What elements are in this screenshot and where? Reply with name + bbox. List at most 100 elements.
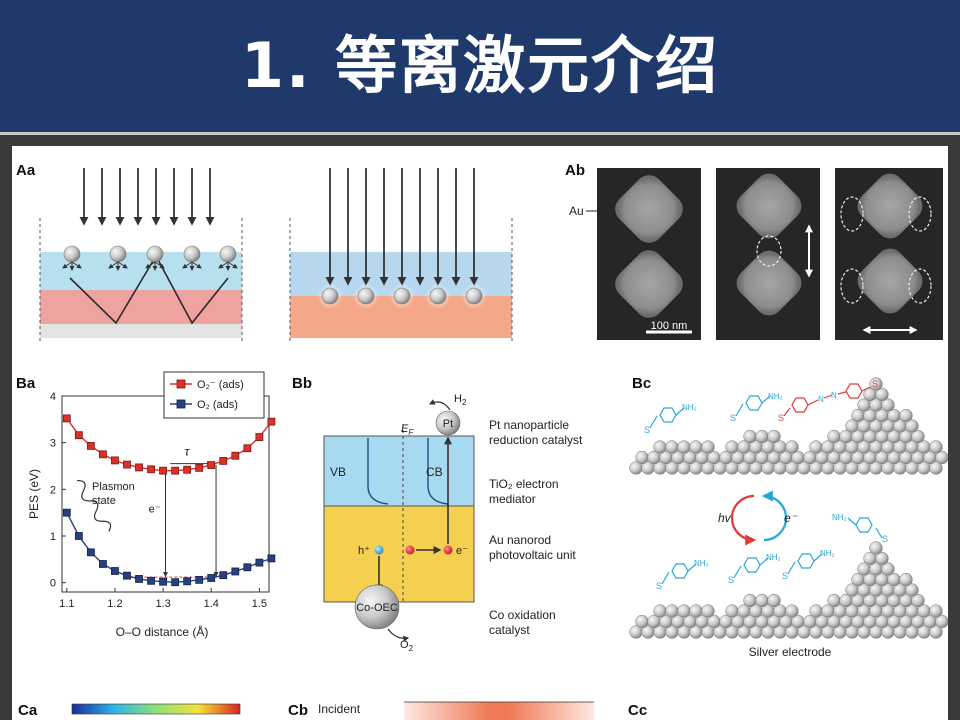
data-point (111, 456, 119, 465)
panel-aa: Aa (16, 162, 513, 342)
silver-atom (899, 572, 913, 587)
nh2-label-5: NH₂ (820, 549, 835, 558)
data-point (195, 463, 204, 472)
scatter-arrow (218, 261, 229, 269)
nanoparticles-scattering (62, 245, 238, 271)
data-point (219, 456, 228, 465)
s-atom-7: S (782, 571, 788, 581)
x-tick-label: 1.1 (59, 598, 74, 610)
silver-atom (929, 440, 943, 454)
data-point (207, 574, 216, 582)
data-point (123, 460, 131, 469)
component-label: TiO₂ electron (489, 477, 559, 491)
silver-atom (809, 440, 823, 454)
silver-atom (869, 541, 883, 555)
component-label: Au nanorod (489, 533, 551, 547)
panel-label-cb: Cb (288, 702, 308, 719)
data-point (99, 450, 107, 459)
s-atom-2: S (730, 413, 736, 423)
silver-atom (767, 429, 781, 444)
legend-marker-o2minus (176, 379, 186, 389)
title-divider (0, 132, 960, 135)
silver-atom (701, 440, 715, 454)
data-point (147, 576, 155, 585)
n-atom-1: N (818, 395, 824, 404)
nanoparticle (465, 287, 483, 305)
data-point (62, 508, 71, 517)
silver-atom (725, 604, 739, 618)
component-label: Co oxidation (489, 608, 556, 622)
hotspot-left-top (840, 196, 864, 232)
silver-atom (743, 429, 757, 444)
molecule-pata-3 (661, 563, 697, 585)
y-axis-label: PES (eV) (27, 469, 41, 519)
silver-atom (905, 583, 919, 597)
nh2-label-2: NH₂ (768, 392, 783, 401)
panel-ab: Ab Au 100 nm (565, 162, 943, 340)
data-point (243, 444, 252, 453)
silver-atom (935, 614, 948, 629)
electron-particle-2 (443, 545, 453, 555)
data-point (159, 577, 167, 586)
electron-particle-1 (405, 545, 415, 555)
silver-atom (911, 593, 925, 608)
nanoparticle (63, 245, 81, 263)
legend-label-o2: O₂ (ads) (197, 399, 238, 411)
panel-bb: Bb EF VB CB Pt H2 h⁺ e⁻ Co-OEC O2 Pt nan… (292, 375, 583, 653)
plasmon-wavy-arrow (77, 479, 112, 532)
panel-label-ba: Ba (16, 375, 36, 392)
x-tick-label: 1.5 (252, 598, 267, 610)
data-point (135, 575, 143, 583)
silver-atom (827, 429, 841, 444)
series-line-0 (66, 417, 272, 472)
electron-label: e⁻ (456, 545, 468, 557)
silver-atom (869, 377, 883, 391)
photo-oxidation-arrow (761, 490, 788, 542)
component-label: reduction catalyst (489, 433, 583, 447)
scatter-arrow (108, 261, 119, 269)
component-label: catalyst (489, 623, 530, 637)
au-label: Au (569, 204, 584, 218)
silver-electrode-bottom (629, 541, 948, 639)
nh2-label-1: NH₂ (682, 403, 697, 412)
data-point (183, 577, 192, 586)
panel-bc: Bc S NH₂ S NH₂ S N N S (629, 375, 948, 659)
data-point (74, 431, 83, 440)
component-label: Pt nanoparticle (489, 418, 569, 432)
nanoparticle (357, 287, 375, 305)
panel-label-ca: Ca (18, 702, 38, 719)
title-banner (0, 0, 960, 132)
au-nanocube-top (615, 175, 683, 243)
silver-electrode-label: Silver electrode (749, 645, 832, 659)
data-point (86, 442, 95, 450)
incident-light-arrows (79, 168, 215, 226)
s-atom-5: S (656, 581, 662, 591)
silver-atom (911, 429, 925, 444)
au-nanocube-bottom (615, 250, 683, 318)
n-atom-2: N (831, 391, 837, 400)
nanoparticle (183, 245, 201, 263)
scatter-arrow (117, 261, 128, 269)
silver-atom (725, 440, 739, 454)
silver-atom (665, 604, 679, 618)
data-point (231, 567, 240, 576)
colorbar (71, 703, 241, 715)
silver-atom (689, 440, 703, 454)
scatter-arrow (154, 261, 165, 269)
y-tick-label: 4 (50, 391, 56, 403)
silver-atom (653, 440, 667, 454)
vb-label: VB (330, 465, 346, 479)
data-point (74, 532, 83, 540)
data-point (231, 451, 240, 460)
figure-area: Aa Ab Au 100 nm (12, 146, 948, 720)
annotation-electron: e⁻ (149, 504, 161, 516)
annotation-tau: τ (185, 445, 191, 459)
data-point (219, 571, 228, 580)
pt-nanoparticle (435, 410, 461, 436)
data-point (171, 578, 180, 587)
molecule-pata-2 (735, 395, 771, 417)
au-nanocube-bottom-2 (736, 250, 802, 316)
x-tick-label: 1.2 (107, 598, 122, 610)
panel-label-bb: Bb (292, 375, 312, 392)
